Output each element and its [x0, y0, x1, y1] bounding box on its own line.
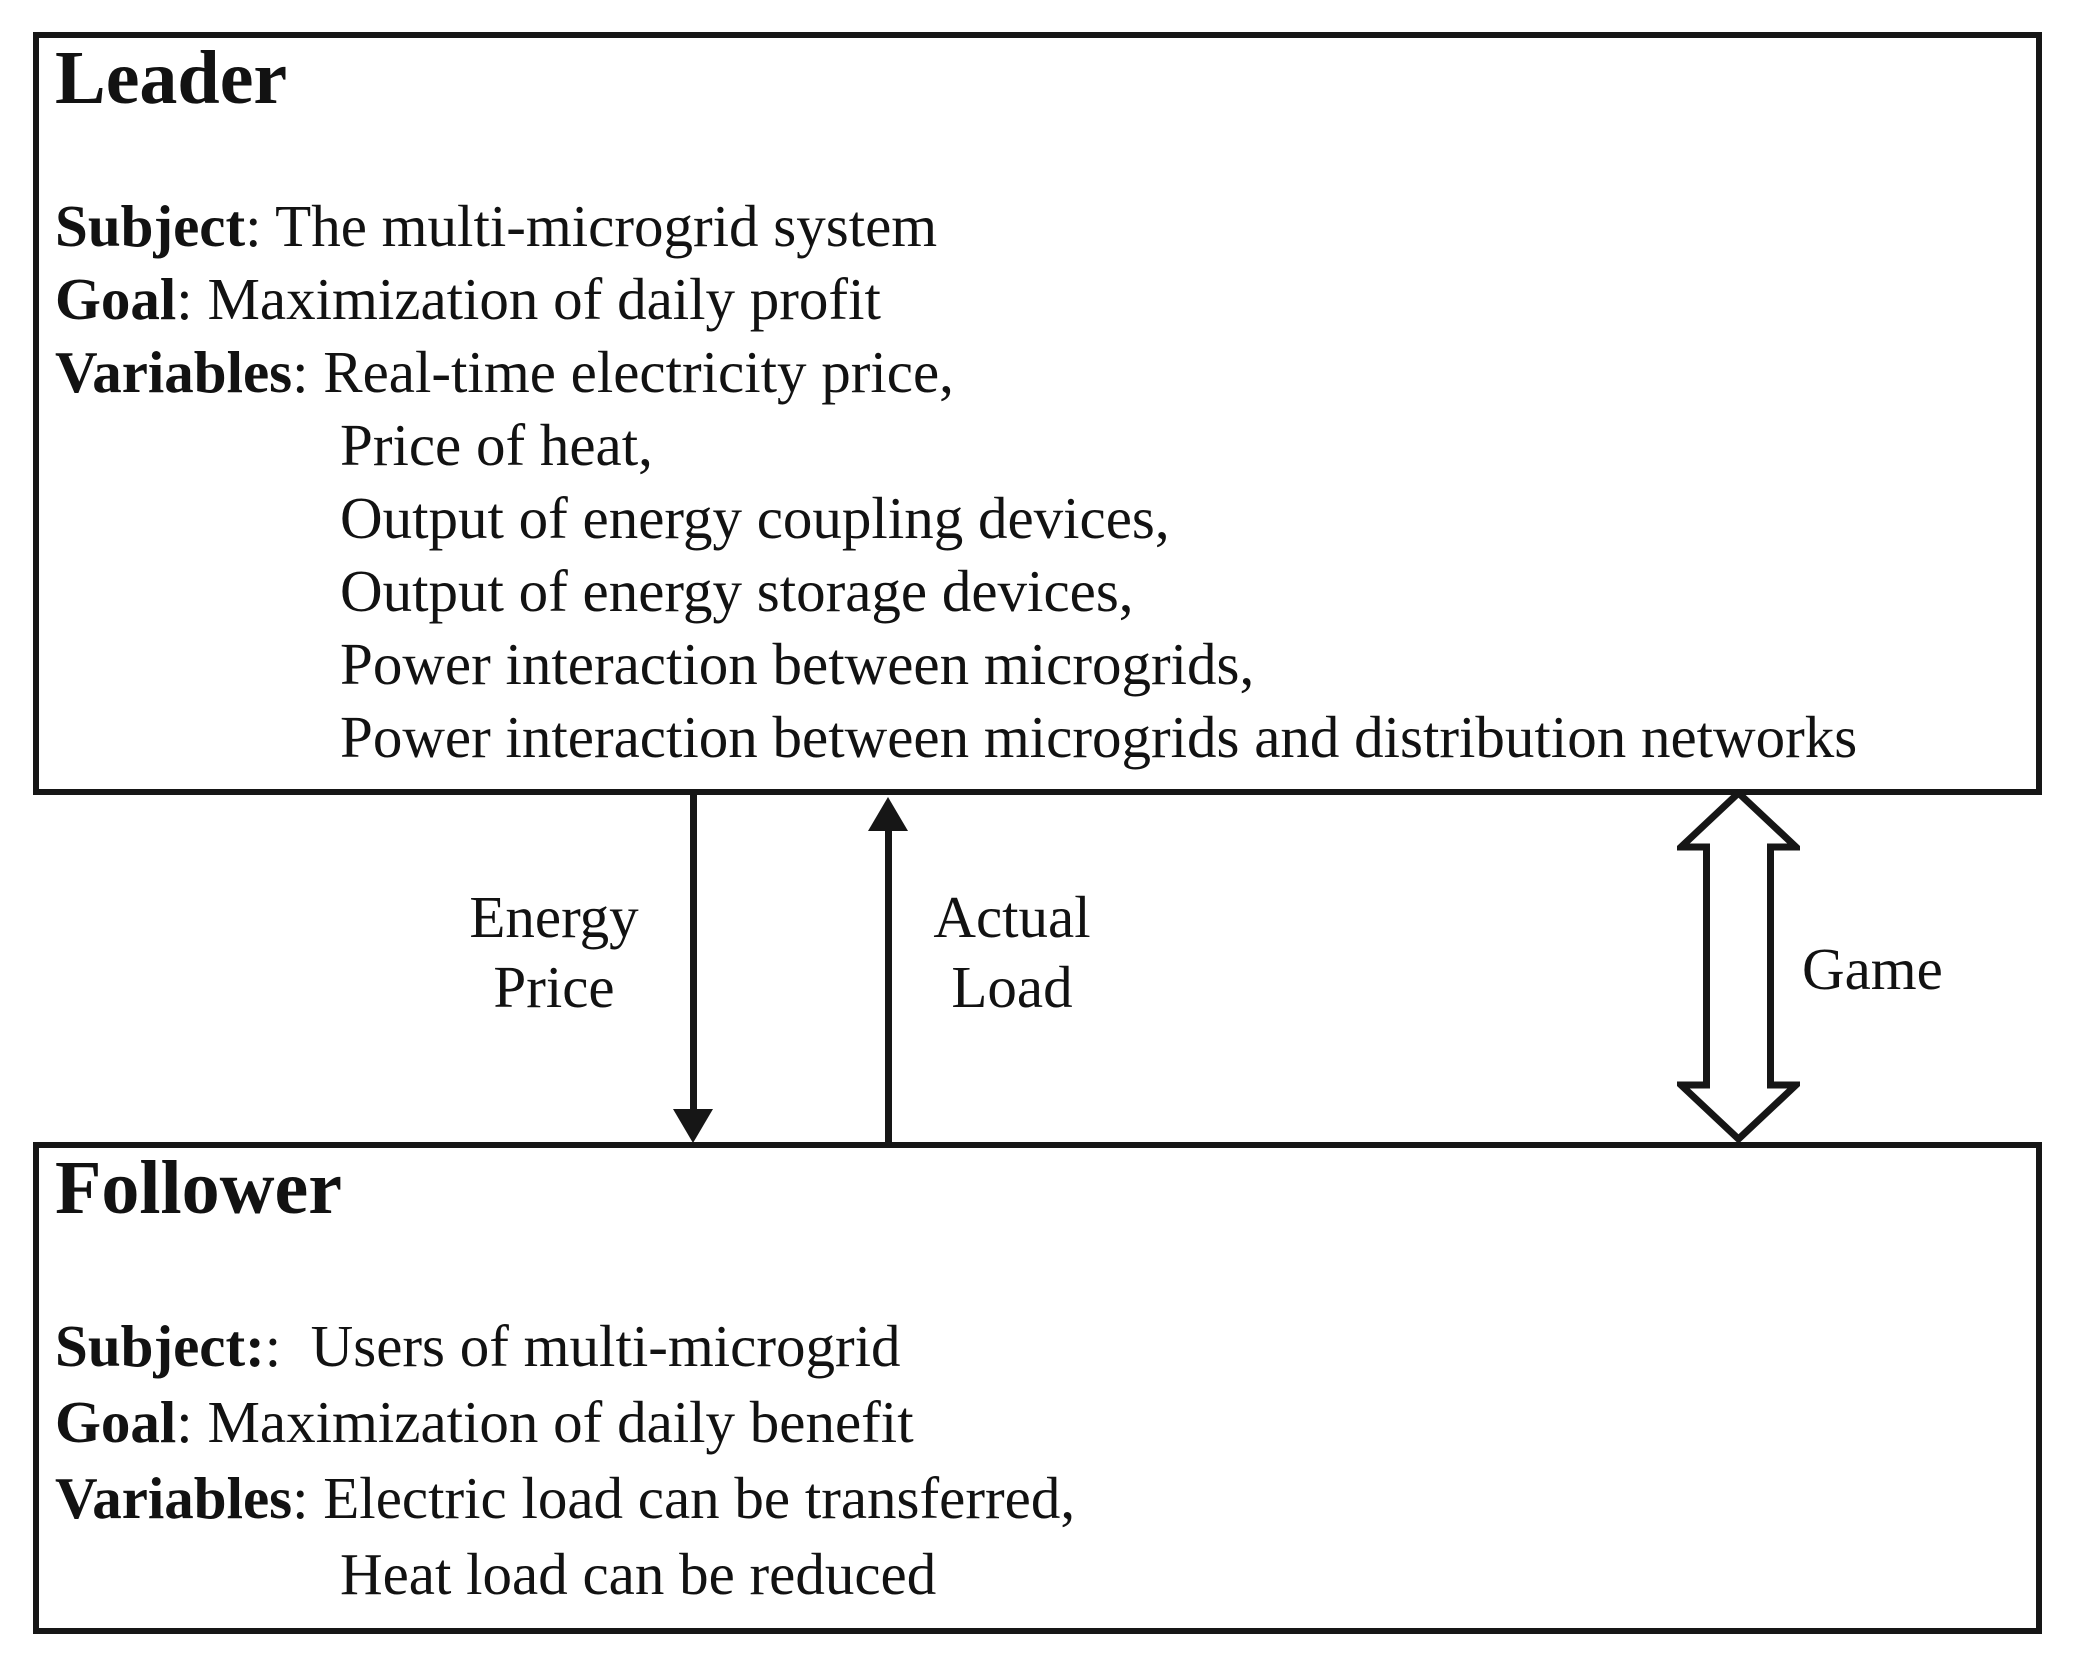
spec-line-text: : Electric load can be transferred,: [292, 1465, 1076, 1531]
follower-title: Follower: [55, 1146, 343, 1230]
spec-line: Power interaction between microgrids,: [55, 628, 2036, 701]
spec-line-text: Power interaction between microgrids,: [340, 631, 1255, 697]
spec-line: Variables: Real-time electricity price,: [55, 336, 2036, 409]
actual-load-arrow-shaft: [885, 828, 892, 1143]
spec-line-text: : The multi-microgrid system: [245, 193, 938, 259]
arrow-up-icon: [868, 797, 908, 831]
spec-line-text: : Users of multi-microgrid: [264, 1313, 901, 1379]
spec-line-text: Output of energy storage devices,: [340, 558, 1134, 624]
spec-line-text: : Real-time electricity price,: [292, 339, 954, 405]
spec-line-label: Variables: [55, 339, 293, 405]
spec-line-label: Goal: [55, 1389, 177, 1455]
leader-spec-lines: Subject: The multi-microgrid system Goal…: [55, 190, 2036, 774]
spec-line-text: Power interaction between microgrids and…: [340, 704, 1858, 770]
game-double-arrow-icon: [1677, 789, 1800, 1143]
spec-line-label: Subject:: [55, 1313, 265, 1379]
spec-line-text: : Maximization of daily profit: [176, 266, 881, 332]
arrow-down-icon: [673, 1109, 713, 1143]
spec-line-text: : Maximization of daily benefit: [176, 1389, 914, 1455]
spec-line: Output of energy storage devices,: [55, 555, 2036, 628]
follower-spec-lines: Subject:: Users of multi-microgrid Goal:…: [55, 1308, 2036, 1612]
leader-title: Leader: [55, 36, 288, 120]
spec-line: Power interaction between microgrids and…: [55, 701, 2036, 774]
spec-line-text: Price of heat,: [340, 412, 653, 478]
spec-line: Output of energy coupling devices,: [55, 482, 2036, 555]
energy-price-label: Energy Price: [469, 884, 639, 1020]
spec-line: Price of heat,: [55, 409, 2036, 482]
follower-box: Follower Subject:: Users of multi-microg…: [33, 1142, 2042, 1634]
spec-line-label: Subject: [55, 193, 246, 259]
spec-line: Variables: Electric load can be transfer…: [55, 1460, 2036, 1536]
spec-line: Subject: The multi-microgrid system: [55, 190, 2036, 263]
spec-line-text: Output of energy coupling devices,: [340, 485, 1170, 551]
spec-line-label: Goal: [55, 266, 177, 332]
spec-line: Goal: Maximization of daily benefit: [55, 1384, 2036, 1460]
spec-line: Subject:: Users of multi-microgrid: [55, 1308, 2036, 1384]
game-label: Game: [1802, 936, 1943, 1002]
spec-line: Goal: Maximization of daily profit: [55, 263, 2036, 336]
spec-line-text: Heat load can be reduced: [340, 1541, 937, 1607]
actual-load-label: Actual Load: [933, 884, 1091, 1020]
energy-price-arrow-shaft: [690, 795, 697, 1112]
spec-line: Heat load can be reduced: [55, 1536, 2036, 1612]
spec-line-label: Variables: [55, 1465, 293, 1531]
leader-box: Leader Subject: The multi-microgrid syst…: [33, 32, 2042, 795]
